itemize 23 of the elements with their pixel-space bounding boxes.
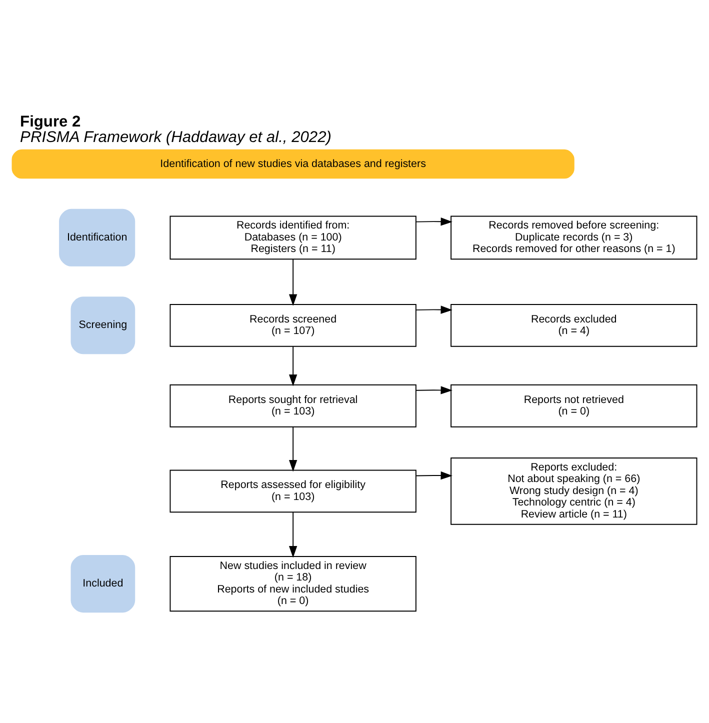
arrow: [288, 426, 298, 472]
arrow: [416, 218, 452, 226]
node-box: Included: [70, 555, 136, 613]
arrow: [416, 386, 452, 394]
caption: PRISMA Framework (Haddaway et al., 2022): [20, 128, 332, 146]
node-box: Records removed before screening: Duplicate records (n = 3) Records removed for other reasons (n = 1): [450, 216, 698, 260]
node-box: Records screened (n = 107): [170, 304, 416, 347]
node-box: Reports sought for retrieval (n = 103): [170, 384, 416, 428]
arrow: [288, 346, 298, 386]
arrow: [288, 258, 298, 306]
node-box: Identification of new studies via databases and registers: [12, 149, 574, 179]
node-box: Reports excluded: Not about speaking (n = 66) Wrong study design (n = 4) Technology centric (n = 4) Review article (n = 11): [450, 458, 698, 525]
diagram-title: Figure 2: [20, 113, 81, 130]
arrow: [288, 512, 298, 558]
node-box: Screening: [70, 296, 136, 354]
node-box: New studies included in review (n = 18) Reports of new included studies (n = 0): [170, 556, 416, 612]
arrow: [416, 471, 452, 480]
arrow: [416, 306, 452, 314]
node-box: Reports not retrieved (n = 0): [450, 384, 698, 428]
node-box: Identification: [59, 208, 136, 266]
node-box: Records excluded (n = 4): [450, 304, 698, 347]
node-box: Records identified from: Databases (n = 100) Registers (n = 11): [170, 216, 416, 260]
node-box: Reports assessed for eligibility (n = 103): [170, 470, 416, 513]
